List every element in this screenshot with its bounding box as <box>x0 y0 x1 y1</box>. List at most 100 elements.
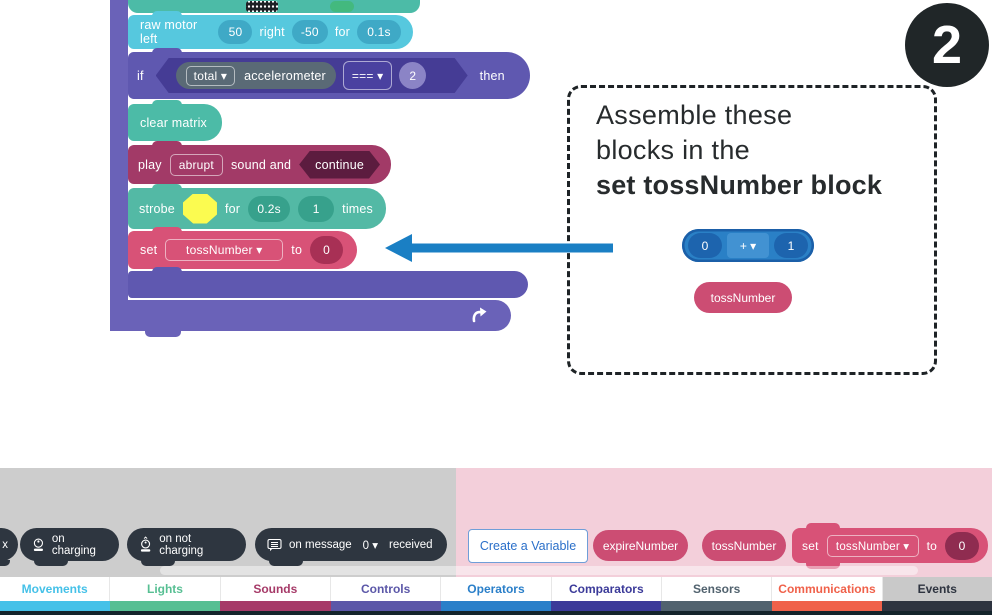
block-matrix-partial[interactable] <box>128 0 420 13</box>
strobe-duration-value[interactable]: 0.2s <box>248 195 291 222</box>
strip-communications <box>771 601 882 611</box>
variable-pill-expirenumber[interactable]: expireNumber <box>593 530 688 561</box>
message-id-dropdown[interactable]: 0 ▾ <box>362 539 379 552</box>
event-block-on-charging[interactable]: on charging <box>20 528 119 566</box>
category-color-strips <box>0 601 992 611</box>
strobe-times-label: times <box>342 201 374 216</box>
continue-mode-field[interactable]: continue <box>299 151 380 179</box>
accelerometer-label: accelerometer <box>244 68 326 83</box>
strobe-count-value[interactable]: 1 <box>298 195 335 222</box>
palette-to-label: to <box>926 538 938 553</box>
tab-sensors[interactable]: Sensors <box>662 577 773 601</box>
strobe-label: strobe <box>139 201 175 216</box>
callout-line2: blocks in the <box>596 135 750 165</box>
loop-block-bottom-tab <box>145 330 181 337</box>
block-raw-motor[interactable]: raw motor left 50 right -50 for 0.1s <box>128 11 413 49</box>
operator-add-block[interactable]: 0 + ▾ 1 <box>682 229 814 262</box>
step-number: 2 <box>931 15 963 75</box>
set-value[interactable]: 0 <box>310 236 344 264</box>
palette-variable-dropdown[interactable]: tossNumber ▾ <box>826 534 919 557</box>
tab-operators[interactable]: Operators <box>441 577 552 601</box>
palette-block-set-variable[interactable]: set tossNumber ▾ to 0 <box>792 523 988 569</box>
charging-icon <box>33 538 44 552</box>
tab-events[interactable]: Events <box>882 577 992 601</box>
on-not-charging-label: on not charging <box>159 532 204 557</box>
category-tabbar: Movements Lights Sounds Controls Operato… <box>0 577 992 601</box>
message-icon <box>267 538 282 551</box>
event-block-partial[interactable]: x <box>0 528 18 566</box>
block-set-variable[interactable]: set tossNumber ▾ to 0 <box>128 227 357 269</box>
callout-line3: set tossNumber block <box>596 170 883 200</box>
event-block-on-not-charging[interactable]: on not charging <box>127 528 246 566</box>
tab-communications[interactable]: Communications <box>772 577 883 601</box>
palette-scrollbar[interactable] <box>160 566 918 575</box>
to-label: to <box>291 243 303 257</box>
callout-line1: Assemble these <box>596 100 793 130</box>
workspace-canvas[interactable]: raw motor left 50 right -50 for 0.1s if … <box>0 0 992 468</box>
operator-right-value[interactable]: 1 <box>774 233 808 258</box>
callout-text: Assemble these blocks in the set tossNum… <box>596 98 882 203</box>
instruction-callout: Assemble these blocks in the set tossNum… <box>567 85 937 375</box>
event-block-on-message[interactable]: on message 0 ▾ received <box>255 528 447 566</box>
bottom-edge-bar <box>0 611 992 615</box>
palette-set-value[interactable]: 0 <box>945 531 980 560</box>
not-charging-icon <box>140 536 151 552</box>
strip-comparators <box>551 601 662 611</box>
color-chip <box>330 1 354 12</box>
create-variable-button[interactable]: Create a Variable <box>468 529 588 563</box>
variable-pill-tossnumber[interactable]: tossNumber <box>694 282 792 313</box>
strip-events <box>881 601 992 611</box>
block-if[interactable]: if total ▾ accelerometer === ▾ 2 then <box>128 48 530 99</box>
create-variable-label: Create a Variable <box>479 539 577 553</box>
variable-pill-tossnumber-palette[interactable]: tossNumber <box>702 530 786 561</box>
received-label: received <box>389 538 433 551</box>
tab-comparators[interactable]: Comparators <box>552 577 662 601</box>
on-charging-label: on charging <box>51 532 96 557</box>
sound-dropdown[interactable]: abrupt <box>169 153 223 176</box>
tab-sounds[interactable]: Sounds <box>221 577 331 601</box>
strip-sensors <box>661 601 772 611</box>
partial-label: x <box>2 538 8 551</box>
on-message-label: on message <box>289 538 352 551</box>
strobe-for-label: for <box>224 201 241 216</box>
axis-dropdown[interactable]: total ▾ <box>186 66 235 86</box>
accelerometer-reporter[interactable]: total ▾ accelerometer <box>176 62 336 89</box>
raw-motor-duration-value[interactable]: 0.1s <box>357 20 401 44</box>
if-condition-slot[interactable]: total ▾ accelerometer === ▾ 2 <box>156 58 468 93</box>
comparator-dropdown[interactable]: === ▾ <box>343 61 392 90</box>
strip-controls <box>330 601 441 611</box>
if-label: if <box>137 68 144 83</box>
operator-dropdown[interactable]: + ▾ <box>727 233 769 258</box>
operator-left-value[interactable]: 0 <box>688 233 722 258</box>
if-block-end-bar[interactable] <box>128 267 528 298</box>
raw-motor-for-label: for <box>334 25 350 39</box>
raw-motor-right-value[interactable]: -50 <box>291 20 328 44</box>
then-label: then <box>479 68 505 83</box>
raw-motor-right-label: right <box>259 25 285 39</box>
palette-panel: x on charging on not charging <box>0 468 992 577</box>
tab-lights[interactable]: Lights <box>110 577 221 601</box>
loop-block-left-arm[interactable] <box>110 0 128 331</box>
compare-value[interactable]: 2 <box>399 62 426 89</box>
loop-repeat-arrow-icon <box>472 307 487 323</box>
strip-operators <box>440 601 552 611</box>
strip-lights <box>110 601 221 611</box>
sound-and-label: sound and <box>230 157 292 172</box>
palette-set-label: set <box>802 538 819 553</box>
block-clear-matrix[interactable]: clear matrix <box>128 100 222 141</box>
tab-movements[interactable]: Movements <box>0 577 111 601</box>
tab-controls[interactable]: Controls <box>331 577 442 601</box>
block-strobe[interactable]: strobe for 0.2s 1 times <box>128 184 386 229</box>
pointer-arrow <box>385 234 613 262</box>
loop-block-bottom-arm[interactable] <box>110 300 511 331</box>
clear-matrix-label: clear matrix <box>140 115 207 130</box>
strobe-color-swatch[interactable] <box>182 193 217 224</box>
raw-motor-label: raw motor left <box>140 18 198 46</box>
strip-movements <box>0 601 111 611</box>
variable-dropdown[interactable]: tossNumber ▾ <box>165 239 284 261</box>
strip-sounds <box>220 601 331 611</box>
raw-motor-left-value[interactable]: 50 <box>218 20 253 44</box>
led-matrix-icon <box>246 1 278 12</box>
block-play-sound[interactable]: play abrupt sound and continue <box>128 141 391 184</box>
set-label: set <box>140 243 158 257</box>
